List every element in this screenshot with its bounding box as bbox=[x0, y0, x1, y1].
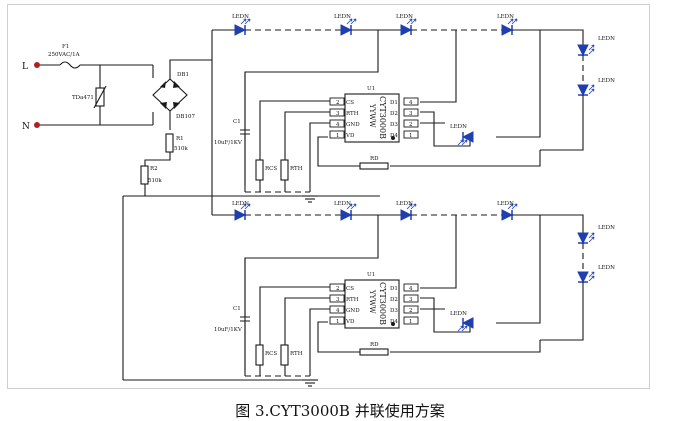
led-label: LEDN bbox=[450, 311, 467, 317]
rth-label: RTH bbox=[290, 166, 303, 172]
pin-num: 2 bbox=[336, 100, 340, 106]
chip-ref: U1 bbox=[367, 86, 375, 92]
pin-d4: D4 bbox=[390, 319, 398, 325]
pin-num: 4 bbox=[409, 100, 413, 106]
channel-top: LEDN LEDN LEDN LEDN LEDN LEDN RD LEDN U1… bbox=[212, 14, 615, 203]
input-section: L N F1 250VAC/1A TDa471 DB1 DB107 R1 bbox=[22, 30, 380, 380]
neutral-terminal bbox=[34, 122, 40, 128]
tvs-label: TDa471 bbox=[72, 95, 94, 101]
rd-resistor bbox=[359, 348, 389, 356]
rd-label: RD bbox=[370, 342, 379, 348]
pin-num: 1 bbox=[336, 133, 340, 139]
pin-num: 3 bbox=[336, 297, 340, 303]
led-label: LEDN bbox=[598, 78, 615, 84]
label-N: N bbox=[22, 122, 30, 132]
figure-caption: 图 3.CYT3000B 并联使用方案 bbox=[235, 402, 445, 420]
r1-value: 510k bbox=[174, 146, 188, 152]
fuse-label: F1 bbox=[62, 44, 69, 50]
pin-num: 1 bbox=[409, 319, 413, 325]
pin-num: 4 bbox=[336, 308, 340, 314]
rth-resistor bbox=[280, 159, 289, 181]
pin-d4: D4 bbox=[390, 133, 398, 139]
pin-rth: RTH bbox=[346, 297, 359, 303]
pin-d2: D2 bbox=[390, 111, 398, 117]
r1-label: R1 bbox=[176, 136, 184, 142]
pin-num: 3 bbox=[409, 111, 413, 117]
pin-vd: VD bbox=[345, 319, 355, 325]
rd-label: RD bbox=[370, 156, 379, 162]
fuse-symbol bbox=[59, 61, 81, 69]
pin-num: 4 bbox=[336, 122, 340, 128]
r1-resistor bbox=[165, 133, 174, 153]
rd-resistor bbox=[359, 162, 389, 170]
chip-date: YYWW bbox=[368, 289, 376, 314]
pin-num: 2 bbox=[409, 308, 413, 314]
pin-d3: D3 bbox=[390, 122, 398, 128]
bridge-rectifier: DB1 DB107 bbox=[152, 59, 212, 130]
channel-bottom: LEDN LEDN LEDN LEDN LEDN LEDN RD LEDN U1… bbox=[123, 201, 615, 387]
rth-label: RTH bbox=[290, 351, 303, 357]
pin-d1: D1 bbox=[390, 100, 398, 106]
led-label: LEDN bbox=[232, 201, 249, 207]
pin-rth: RTH bbox=[346, 111, 359, 117]
pin-num: 1 bbox=[409, 133, 413, 139]
pin-num: 3 bbox=[336, 111, 340, 117]
rcs-resistor bbox=[255, 159, 264, 181]
db1-label: DB1 bbox=[177, 72, 189, 78]
led-label: LEDN bbox=[450, 124, 467, 130]
pin-gnd: GND bbox=[346, 122, 360, 128]
pin-num: 4 bbox=[409, 286, 413, 292]
line-terminal bbox=[34, 62, 40, 68]
pin-cs: CS bbox=[346, 286, 354, 292]
chip-part: CYT3000B bbox=[378, 282, 387, 325]
chip-ref: U1 bbox=[367, 272, 375, 278]
pin-d2: D2 bbox=[390, 297, 398, 303]
label-L: L bbox=[22, 62, 28, 72]
pin-num: 2 bbox=[409, 122, 413, 128]
pin-cs: CS bbox=[346, 100, 354, 106]
db2-label: DB107 bbox=[176, 114, 195, 120]
c1-value: 10uF/1KV bbox=[214, 327, 243, 333]
c1-label: C1 bbox=[233, 306, 241, 312]
rcs-label: RCS bbox=[265, 166, 277, 172]
r2-label: R2 bbox=[150, 166, 158, 172]
r2-value: 510k bbox=[148, 178, 162, 184]
r2-resistor bbox=[140, 165, 149, 185]
led-label: LEDN bbox=[497, 14, 514, 20]
pin-gnd: GND bbox=[346, 308, 360, 314]
led-label: LEDN bbox=[334, 201, 351, 207]
pin-num: 2 bbox=[336, 286, 340, 292]
chip-top: U1 CYT3000B YYWW CS RTH GND VD D1 D2 D3 … bbox=[329, 86, 419, 143]
rcs-resistor bbox=[255, 344, 264, 366]
rth-resistor bbox=[280, 344, 289, 366]
pin-num: 3 bbox=[409, 297, 413, 303]
chip-date: YYWW bbox=[368, 103, 376, 128]
led-label: LEDN bbox=[598, 225, 615, 231]
led-label: LEDN bbox=[497, 201, 514, 207]
pin-num: 1 bbox=[336, 319, 340, 325]
c1-label: C1 bbox=[233, 119, 241, 125]
led-label: LEDN bbox=[232, 14, 249, 20]
pin-vd: VD bbox=[345, 133, 355, 139]
pin-d1: D1 bbox=[390, 286, 398, 292]
led-label: LEDN bbox=[598, 265, 615, 271]
led-label: LEDN bbox=[598, 36, 615, 42]
led-label: LEDN bbox=[334, 14, 351, 20]
chip-bottom: U1 CYT3000B YYWW CS RTH GND VD D1 D2 D3 … bbox=[329, 272, 419, 329]
led-label: LEDN bbox=[396, 14, 413, 20]
rcs-label: RCS bbox=[265, 351, 277, 357]
c1-value: 10uF/1KV bbox=[214, 140, 243, 146]
chip-part: CYT3000B bbox=[378, 96, 387, 139]
pin-d3: D3 bbox=[390, 308, 398, 314]
fuse-rating: 250VAC/1A bbox=[48, 52, 81, 58]
led-label: LEDN bbox=[396, 201, 413, 207]
